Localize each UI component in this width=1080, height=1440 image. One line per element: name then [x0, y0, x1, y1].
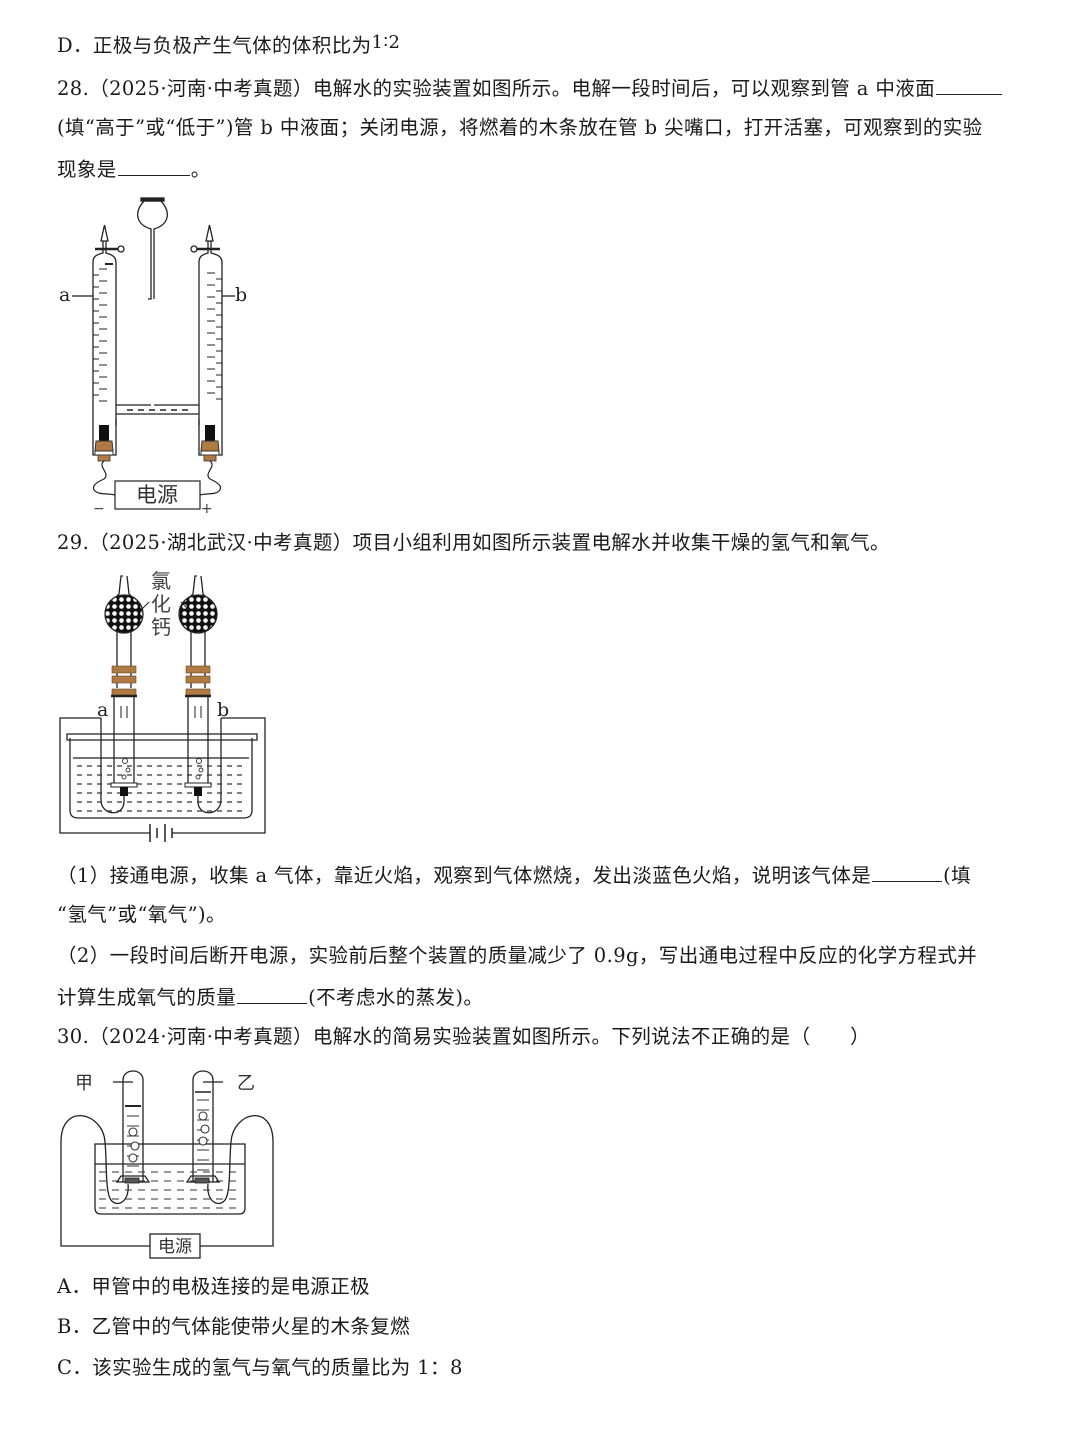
q28-line-2: (填“高于”或“低于”)管 b 中液面；关闭电源，将燃着的木条放在管 b 尖嘴口…: [57, 114, 983, 142]
tube-a-label: a: [97, 699, 108, 721]
hofmann-apparatus-icon: 电源 a b − +: [59, 197, 247, 515]
tube-yi-label: 乙: [237, 1073, 255, 1094]
question-number: 28.: [57, 77, 90, 100]
q27-option-d: D．正极与负极产生气体的体积比为1∶2: [57, 32, 400, 61]
desiccant-label-3: 钙: [151, 615, 171, 639]
option-text: 该实验生成的氢气与氧气的质量比为 1：8: [92, 1356, 463, 1379]
question-stem-cont: 现象是: [57, 158, 117, 181]
option-text: 甲管中的电极连接的是电源正极: [91, 1275, 370, 1298]
sub-question-1: （1）接通电源，收集 a 气体，靠近火焰，观察到气体燃烧，发出淡蓝色火焰，说明该…: [57, 864, 872, 887]
sub-question-1-cont: (填: [943, 864, 972, 887]
q29-line-1: 29.（2025·湖北武汉·中考真题）项目小组利用如图所示装置电解水并收集干燥的…: [57, 529, 890, 557]
positive-terminal: +: [201, 501, 213, 515]
sub-question-2: （2）一段时间后断开电源，实验前后整个装置的质量减少了 0.9g，写出通电过程中…: [57, 944, 978, 967]
option-d-ratio: 1∶2: [371, 32, 401, 53]
q28-line-3: 现象是 。: [57, 155, 211, 184]
simple-electrolysis-icon: 甲 乙 电源: [60, 1070, 274, 1259]
option-d-text: D．正极与负极产生气体的体积比为: [57, 34, 372, 57]
q28-figure-hofmann-apparatus: 电源 a b − +: [55, 195, 265, 515]
option-label: B．: [57, 1315, 92, 1338]
answer-blank[interactable]: [237, 983, 308, 1004]
tube-b-label: b: [217, 699, 229, 721]
tube-b-label: b: [235, 284, 247, 306]
question-source: （2024·河南·中考真题）: [89, 1025, 313, 1048]
answer-blank[interactable]: [872, 861, 943, 882]
desiccant-label-2: 化: [151, 592, 171, 616]
q30-option-a: A．甲管中的电极连接的是电源正极: [57, 1273, 370, 1301]
question-stem-cont: (填“高于”或“低于”)管 b 中液面；关闭电源，将燃着的木条放在管 b 尖嘴口…: [57, 116, 983, 139]
question-number: 29.: [57, 531, 90, 554]
sub-question-2-cont: 计算生成氧气的质量: [57, 986, 237, 1009]
q29-sub1-line-1: （1）接通电源，收集 a 气体，靠近火焰，观察到气体燃烧，发出淡蓝色火焰，说明该…: [57, 861, 971, 890]
sub-question-1-cont: “氢气”或“氧气”)。: [57, 903, 226, 926]
q29-sub2-line-2: 计算生成氧气的质量 (不考虑水的蒸发)。: [57, 983, 483, 1012]
q28-line-1: 28.（2025·河南·中考真题）电解水的实验装置如图所示。电解一段时间后，可以…: [57, 74, 1003, 103]
option-label: C．: [57, 1356, 93, 1379]
option-text: 乙管中的气体能使带火星的木条复燃: [91, 1315, 411, 1338]
question-stem: 电解水的实验装置如图所示。电解一段时间后，可以观察到管 a 中液面: [312, 77, 936, 100]
question-stem: 项目小组利用如图所示装置电解水并收集干燥的氢气和氧气。: [352, 531, 890, 554]
option-label: A．: [57, 1275, 92, 1298]
answer-blank[interactable]: [117, 155, 190, 176]
question-source: （2025·河南·中考真题）: [89, 77, 313, 100]
answer-blank[interactable]: [936, 74, 1003, 95]
graduation-ticks: [93, 263, 222, 402]
q30-figure-simple-electrolysis: 甲 乙 电源: [55, 1062, 280, 1262]
desiccant-label-1: 氯: [151, 569, 171, 593]
q30-option-c: C．该实验生成的氢气与氧气的质量比为 1：8: [57, 1354, 463, 1382]
power-supply-label: 电源: [158, 1237, 192, 1257]
negative-terminal: −: [93, 501, 105, 515]
q29-sub2-line-1: （2）一段时间后断开电源，实验前后整个装置的质量减少了 0.9g，写出通电过程中…: [57, 942, 977, 970]
electrolysis-drying-apparatus-icon: 氯 化 钙 a b: [59, 569, 266, 842]
q29-figure-drying-apparatus: 氯 化 钙 a b: [55, 568, 275, 848]
tube-jia-label: 甲: [75, 1073, 93, 1094]
q29-sub1-line-2: “氢气”或“氧气”)。: [57, 901, 226, 929]
question-stem: 电解水的简易实验装置如图所示。下列说法不正确的是（ ）: [312, 1025, 871, 1048]
q30-line-1: 30.（2024·河南·中考真题）电解水的简易实验装置如图所示。下列说法不正确的…: [57, 1023, 870, 1051]
question-source: （2025·湖北武汉·中考真题）: [89, 531, 353, 554]
power-supply-label: 电源: [136, 483, 178, 507]
q30-option-b: B．乙管中的气体能使带火星的木条复燃: [57, 1313, 410, 1341]
question-number: 30.: [57, 1025, 90, 1048]
period: 。: [190, 158, 211, 181]
sub-question-2-end: (不考虑水的蒸发)。: [308, 986, 484, 1009]
tube-a-label: a: [59, 284, 70, 306]
